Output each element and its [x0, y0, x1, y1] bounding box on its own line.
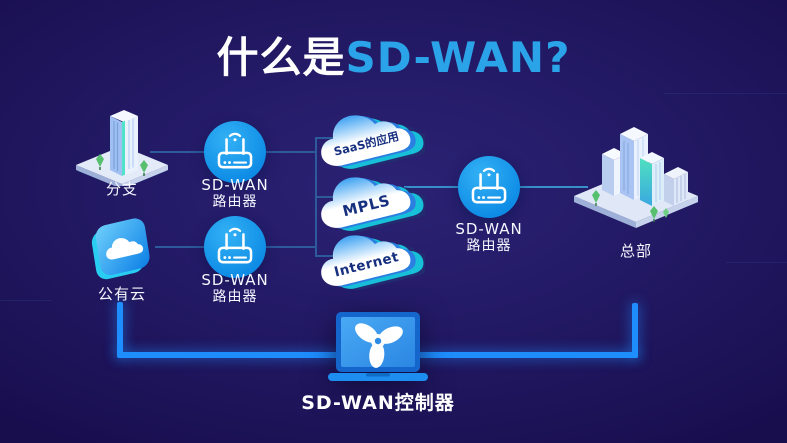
- internet-cloud-icon: Internet: [313, 220, 431, 296]
- page-title: 什么是SD-WAN?: [0, 24, 787, 85]
- controller-laptop-icon: [328, 308, 428, 384]
- router-right-label-line1: SD-WAN: [455, 220, 523, 238]
- router-top-label-line2: 路由器: [212, 194, 258, 210]
- router-icon: [217, 227, 253, 264]
- router-bottom-label-line1: SD-WAN: [201, 271, 269, 289]
- controller-link-left: [117, 302, 123, 356]
- branch-building-icon: [70, 90, 174, 189]
- link-stub-internet: [315, 255, 343, 257]
- saas-cloud-icon: SaaS的应用: [313, 100, 431, 176]
- sdwan-router-top-icon: [204, 121, 266, 183]
- link-stub-mpls: [315, 196, 343, 198]
- router-top-label: SD-WAN 路由器: [185, 177, 285, 211]
- hub-fan-icon: [355, 323, 403, 368]
- router-icon: [217, 132, 253, 169]
- public-cloud-label: 公有云: [97, 285, 146, 303]
- router-right-label-line2: 路由器: [466, 238, 512, 254]
- title-prefix: 什么是: [216, 33, 346, 82]
- controller-label: SD-WAN控制器: [301, 392, 455, 414]
- router-icon: [471, 167, 507, 204]
- controller-link-right: [632, 303, 638, 358]
- background-deco-line: [0, 300, 52, 301]
- title-highlight: SD-WAN?: [345, 33, 571, 82]
- router-right-label: SD-WAN 路由器: [439, 221, 539, 255]
- sdwan-router-bottom-icon: [204, 216, 266, 278]
- branch-label: 分支: [105, 180, 138, 198]
- router-bottom-label-line2: 路由器: [212, 289, 258, 305]
- public-cloud-icon: [88, 216, 158, 282]
- background-deco-line: [726, 262, 787, 263]
- link-stub-saas: [315, 137, 345, 139]
- router-top-label-line1: SD-WAN: [201, 176, 269, 194]
- sdwan-router-right-icon: [458, 156, 520, 218]
- router-bottom-label: SD-WAN 路由器: [185, 272, 285, 306]
- headquarters-buildings-icon: [568, 106, 704, 234]
- background-deco-line: [664, 93, 787, 94]
- headquarters-label: 总部: [619, 242, 652, 260]
- mpls-cloud-icon: MPLS: [313, 162, 431, 238]
